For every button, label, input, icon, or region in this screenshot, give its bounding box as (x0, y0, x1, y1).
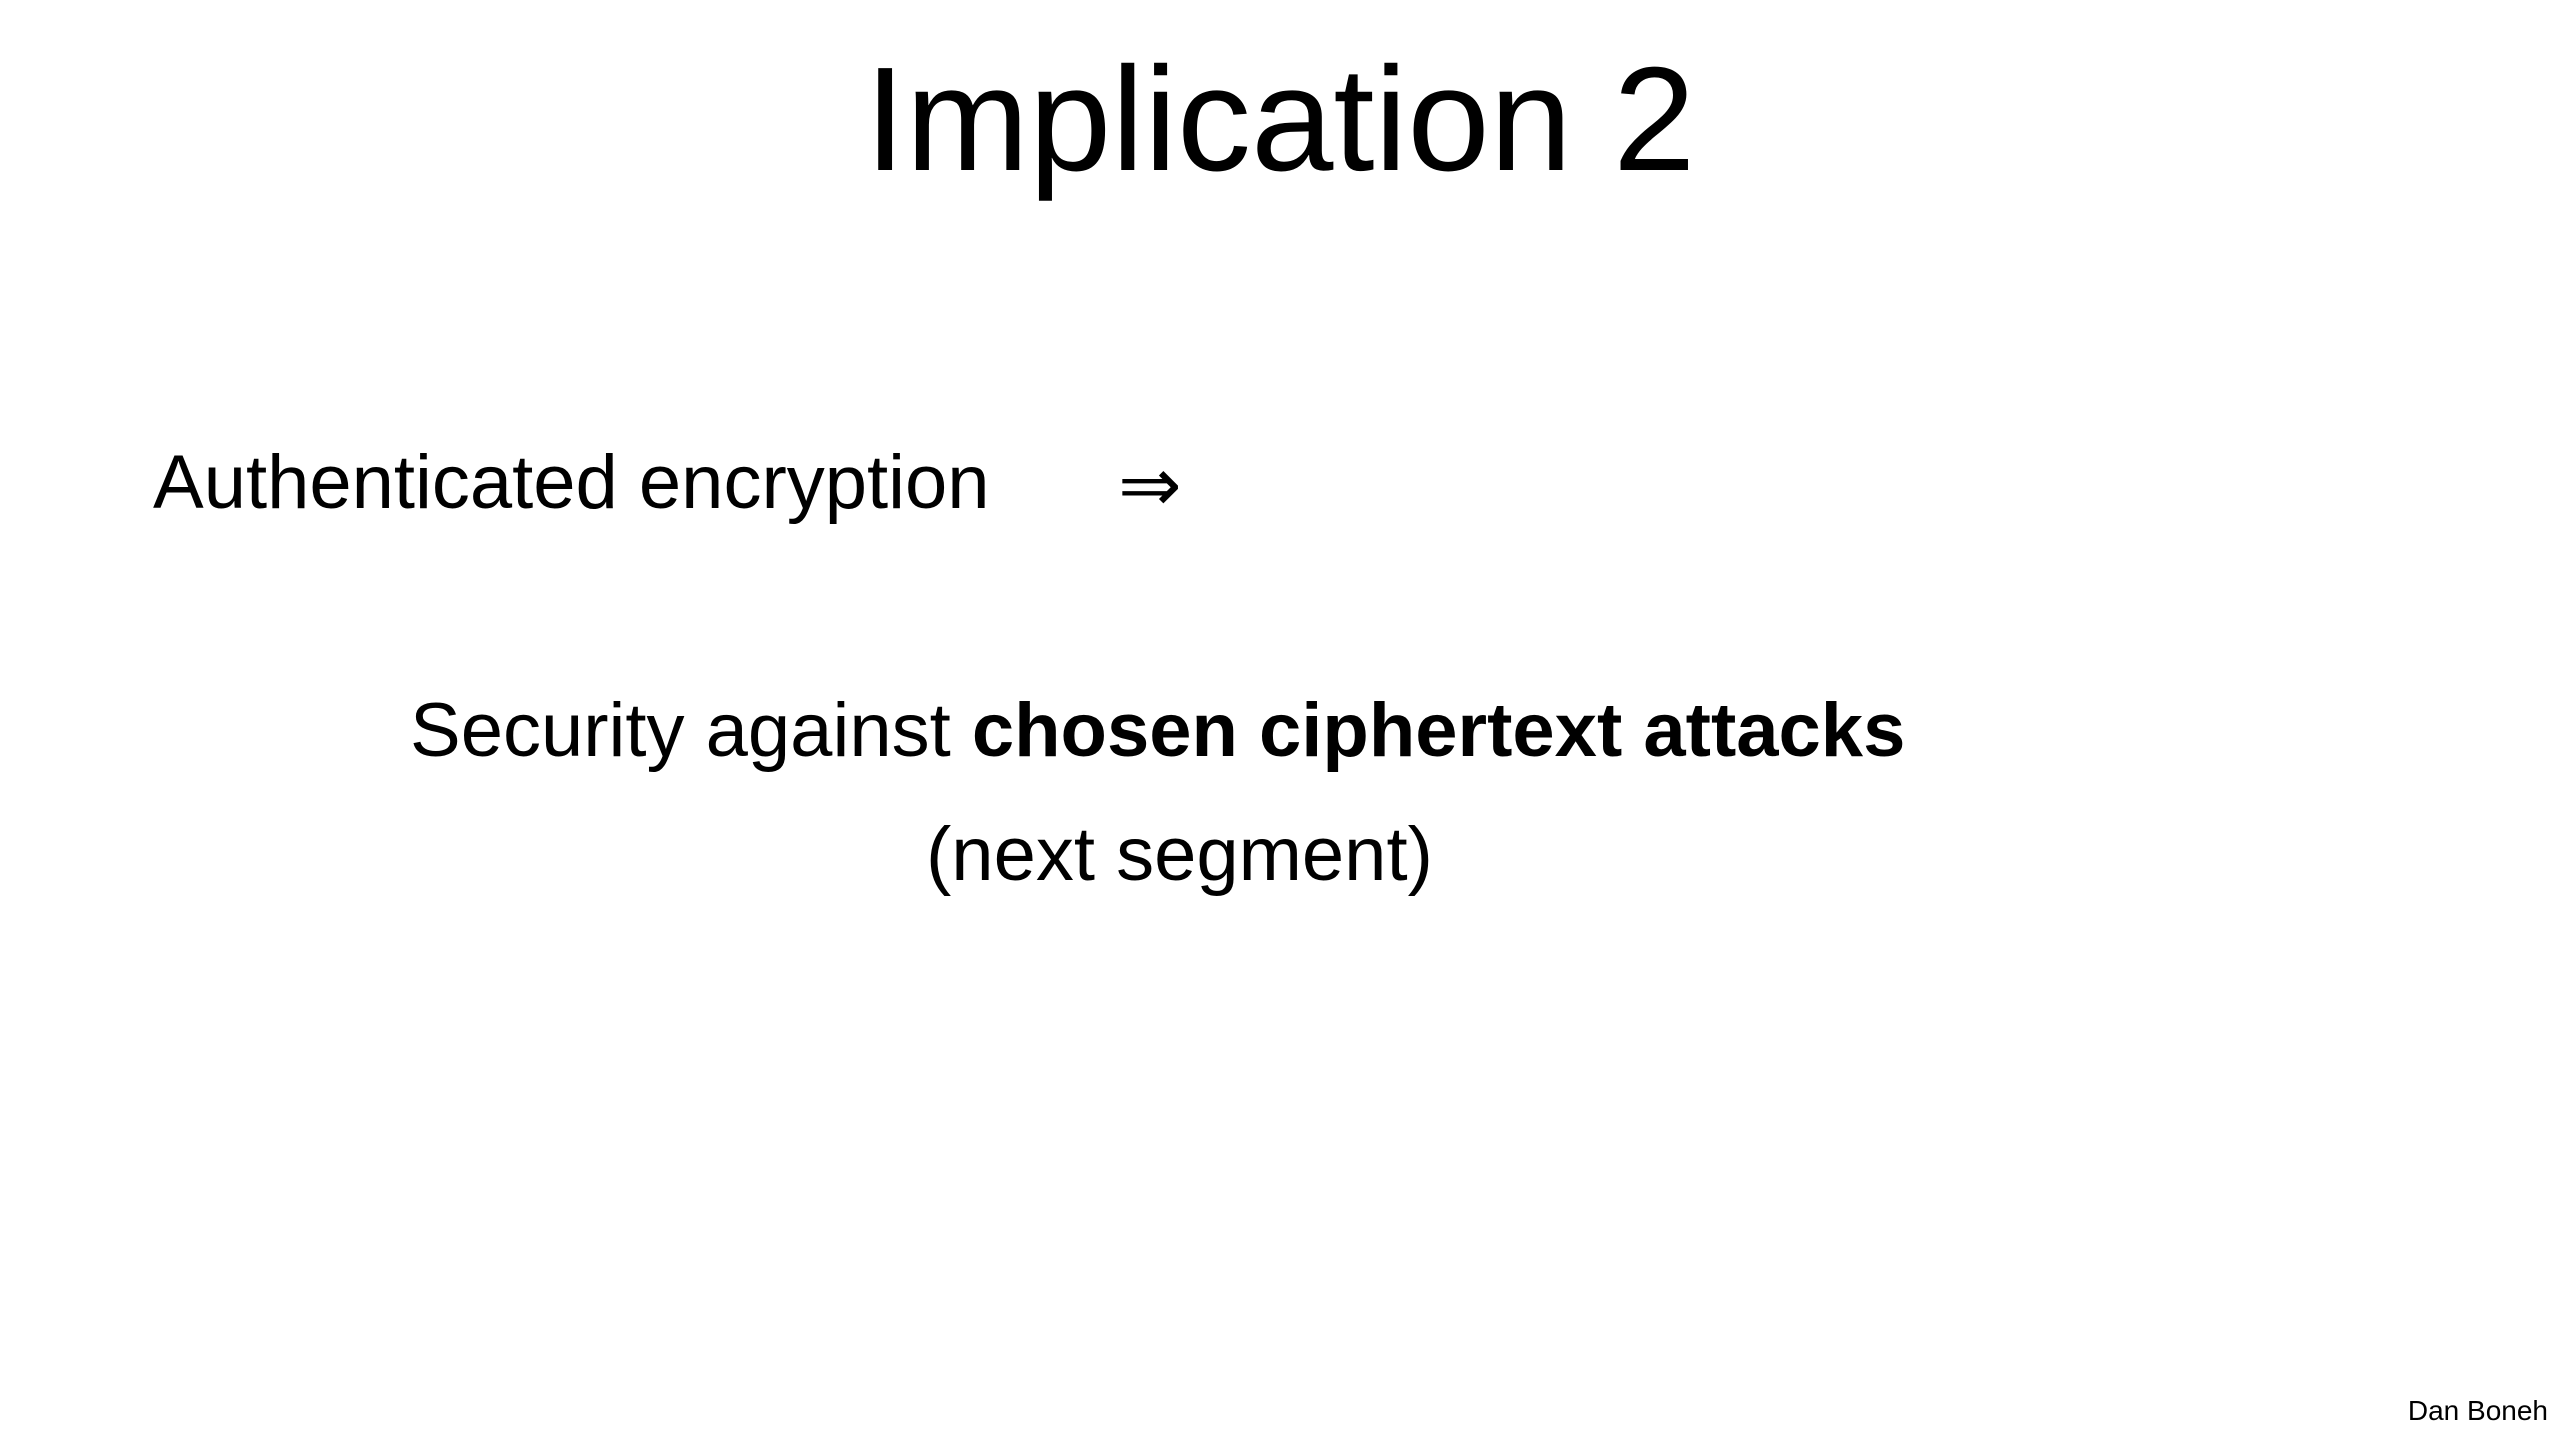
consequence-bold: chosen ciphertext attacks (971, 688, 1906, 773)
statement-text: Authenticated encryption (153, 440, 990, 525)
consequence-line: Security against chosen ciphertext attac… (410, 686, 1905, 776)
next-segment-note: (next segment) (926, 812, 1433, 897)
footer-author: Dan Boneh (2407, 1395, 2548, 1426)
consequence-prefix: Security against (410, 688, 972, 773)
implies-arrow-icon: ⇒ (1118, 440, 1182, 529)
slide-title: Implication 2 (864, 37, 1696, 202)
